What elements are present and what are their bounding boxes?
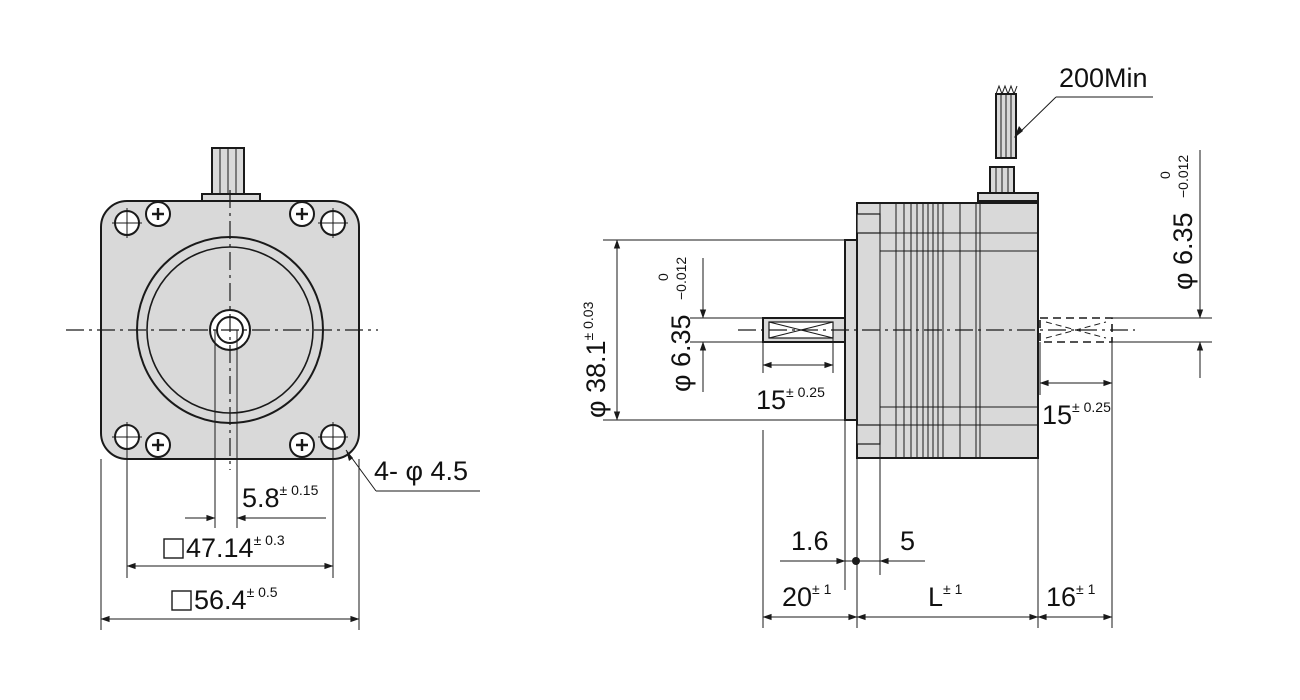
mount-holes-label: 4- φ 4.5 — [374, 456, 468, 486]
screw-icon-bl — [145, 432, 171, 458]
svg-text:−0.012: −0.012 — [673, 257, 689, 300]
screw-icon-br — [289, 432, 315, 458]
flange-size-label: 56.4± 0.5 — [194, 584, 278, 615]
svg-text:0: 0 — [1157, 171, 1173, 179]
svg-text:−0.012: −0.012 — [1175, 155, 1191, 198]
mounting-hole-br — [318, 422, 348, 452]
side-lead-wires — [977, 84, 1039, 202]
square-symbol-icon — [163, 538, 184, 559]
front-lead-wires — [201, 147, 261, 203]
svg-text:φ 6.35: φ 6.35 — [666, 314, 696, 392]
svg-text:φ 38.1± 0.03: φ 38.1± 0.03 — [580, 301, 611, 418]
square-symbol-icon — [171, 590, 192, 611]
hole-pitch-label: 47.14± 0.3 — [186, 532, 285, 563]
shaft-offset-label: 5.8± 0.15 — [242, 482, 319, 513]
rear-flat-length-label: 15± 0.25 — [1042, 399, 1111, 430]
screw-icon-tr — [289, 201, 315, 227]
screw-icon-tl — [145, 201, 171, 227]
pilot-dia-label: φ 38.1± 0.03 — [580, 301, 611, 418]
front-shaft-dia-label: φ 6.35 0 −0.012 — [655, 257, 696, 392]
datum-dot — [852, 557, 860, 565]
front-flat-length-label: 15± 0.25 — [756, 384, 825, 415]
flange-thickness-label: 1.6 — [791, 526, 829, 556]
mounting-hole-tr — [318, 208, 348, 238]
rear-shaft-dia-label: φ 6.35 0 −0.012 — [1157, 155, 1198, 290]
svg-text:0: 0 — [655, 273, 671, 281]
rear-shaft-length-label: 16± 1 — [1046, 581, 1096, 612]
mounting-hole-tl — [112, 208, 142, 238]
lead-length-label: 200Min — [1059, 63, 1148, 93]
front-shaft-length-label: 20± 1 — [782, 581, 832, 612]
front-view: 5.8± 0.15 47.14± 0.3 56.4± 0.5 4- φ 4.5 — [66, 147, 480, 630]
side-view: 200Min φ 38.1± 0.03 φ 6.35 0 −0.012 φ 6.… — [580, 63, 1212, 628]
svg-text:φ 6.35: φ 6.35 — [1168, 212, 1198, 290]
body-length-label: L± 1 — [928, 581, 963, 612]
pilot-length-label: 5 — [900, 526, 915, 556]
